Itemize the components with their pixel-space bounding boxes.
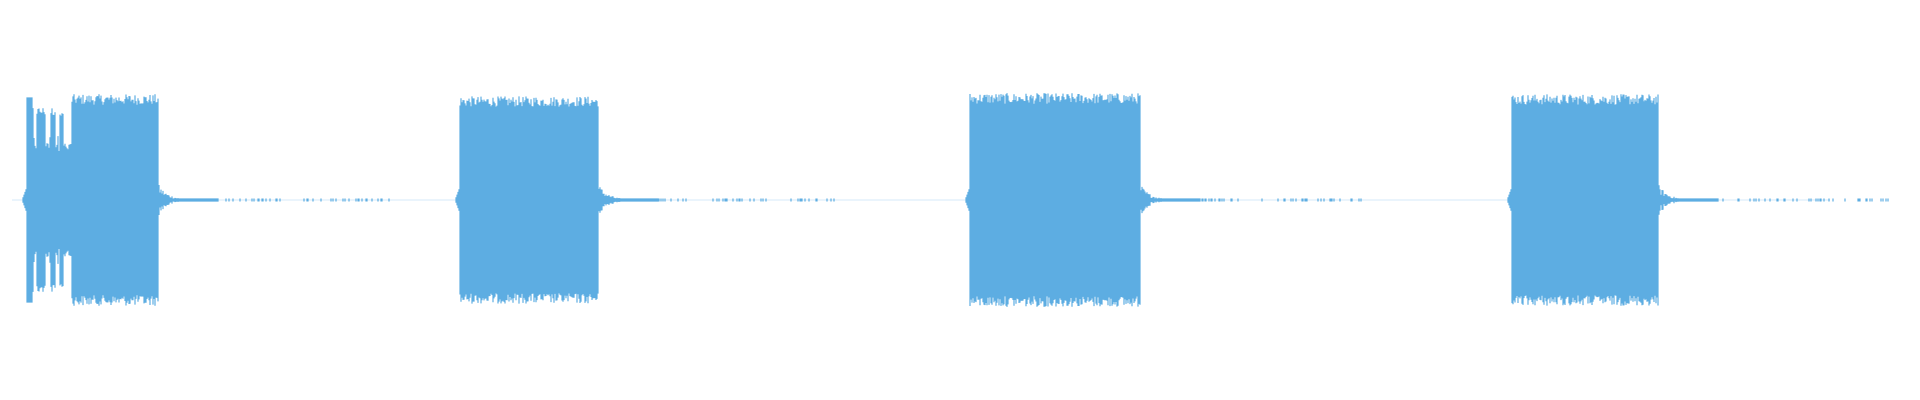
waveform-burst-1 xyxy=(22,94,390,306)
waveform-burst-3 xyxy=(965,93,1362,307)
waveform-burst-2 xyxy=(455,96,835,304)
waveform-burst-path-2 xyxy=(455,96,835,304)
waveform-burst-path-4 xyxy=(1507,94,1889,306)
waveform-burst-path-3 xyxy=(965,93,1362,307)
waveform-burst-4 xyxy=(1507,94,1889,306)
waveform-burst-path-1 xyxy=(22,94,390,306)
